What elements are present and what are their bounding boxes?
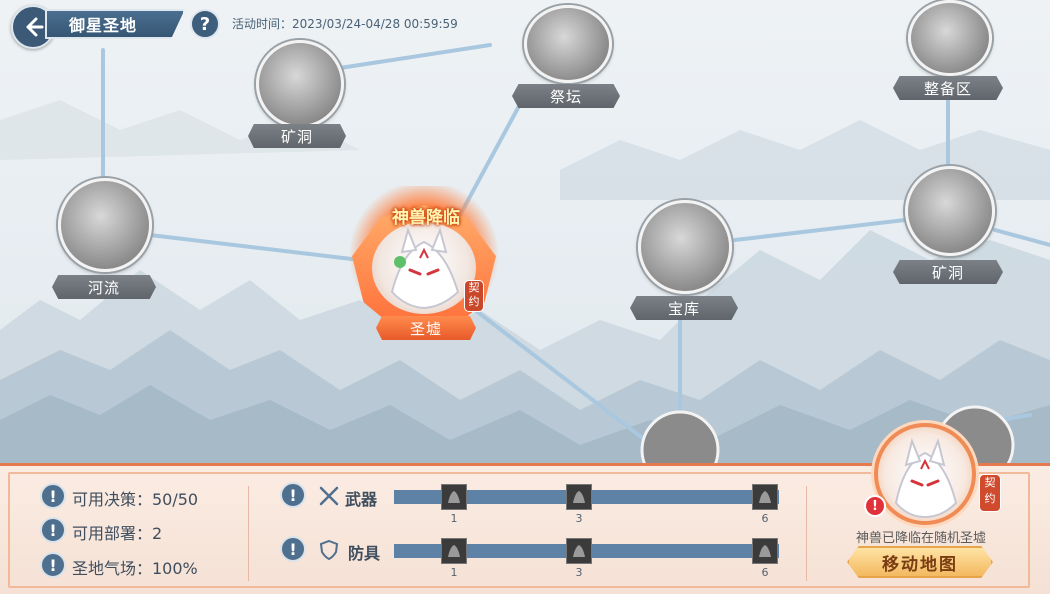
- page-title: 御星圣地: [45, 9, 185, 39]
- page-title-text: 御星圣地: [69, 16, 138, 35]
- map-node-river[interactable]: 河流: [52, 178, 158, 302]
- info-icon[interactable]: !: [280, 536, 306, 562]
- armor-tick: 6: [761, 566, 769, 579]
- map-node-treasury[interactable]: 宝库: [630, 200, 740, 324]
- map-node-label: 祭坛: [512, 84, 620, 108]
- map-node-prep-area[interactable]: 整备区: [893, 0, 1005, 102]
- mine-icon: [905, 166, 995, 256]
- stat-aura: 圣地气场：100%: [72, 559, 198, 578]
- weapon-tick: 3: [575, 512, 583, 525]
- back-arrow-icon: [26, 17, 44, 37]
- stat-deployments: 可用部署：2: [72, 524, 163, 543]
- weapon-tick: 1: [450, 512, 458, 525]
- weapon-slot-3[interactable]: [566, 484, 592, 510]
- divine-beast-icon: [372, 222, 476, 314]
- contract-tag: 契约: [464, 280, 484, 312]
- info-icon[interactable]: !: [280, 482, 306, 508]
- map-node-mine-right[interactable]: 矿洞: [893, 166, 1005, 288]
- treasury-icon: [638, 200, 732, 294]
- event-time: 活动时间：2023/03/24-04/28 00:59:59: [232, 17, 458, 31]
- beast-silhouette-icon: [448, 491, 460, 503]
- armor-tick: 3: [575, 566, 583, 579]
- map-node-mine-top[interactable]: 矿洞: [248, 40, 348, 150]
- camp-icon: [908, 0, 992, 76]
- beast-descended-label: 神兽降临: [392, 208, 460, 228]
- info-icon[interactable]: !: [40, 483, 66, 509]
- mine-icon: [256, 40, 344, 128]
- move-map-button[interactable]: 移动地图: [847, 546, 993, 578]
- map-node-label: 整备区: [893, 76, 1003, 100]
- map-node-label: 矿洞: [248, 124, 346, 148]
- altar-icon: [524, 5, 612, 83]
- divine-beast-icon: [894, 437, 958, 519]
- weapon-slot-1[interactable]: [441, 484, 467, 510]
- crossed-swords-icon: [319, 486, 339, 506]
- info-icon[interactable]: !: [40, 552, 66, 578]
- map-node-label: 河流: [52, 275, 156, 299]
- armor-label: 防具: [348, 544, 381, 563]
- armor-slot-3[interactable]: [566, 538, 592, 564]
- beast-silhouette-icon: [759, 545, 771, 557]
- beast-silhouette-icon: [573, 491, 585, 503]
- weapon-label: 武器: [345, 490, 378, 509]
- beast-notice: 神兽已降临在随机圣墟: [855, 531, 986, 546]
- move-map-button-label: 移动地图: [882, 554, 958, 575]
- help-icon: ?: [199, 13, 211, 35]
- armor-slot-6[interactable]: [752, 538, 778, 564]
- weapon-tick: 6: [761, 512, 769, 525]
- beast-silhouette-icon: [448, 545, 460, 557]
- map-node-altar[interactable]: 祭坛: [512, 5, 622, 110]
- panel-frame: [8, 472, 1030, 588]
- divider: [248, 486, 249, 581]
- stat-decisions: 可用决策：50/50: [72, 490, 199, 509]
- armor-slot-1[interactable]: [441, 538, 467, 564]
- map-node-label: 矿洞: [893, 260, 1003, 284]
- river-icon: [58, 178, 152, 272]
- help-button[interactable]: ?: [190, 9, 220, 39]
- map-node-label: 圣墟: [376, 316, 476, 340]
- beast-silhouette-icon: [573, 545, 585, 557]
- shield-icon: [319, 539, 339, 561]
- armor-tick: 1: [450, 566, 458, 579]
- alert-icon[interactable]: !: [864, 495, 886, 517]
- beast-portrait[interactable]: [874, 423, 976, 525]
- map-node-label: 宝库: [630, 296, 738, 320]
- beast-silhouette-icon: [759, 491, 771, 503]
- contract-tag: 契约: [979, 474, 1001, 512]
- divider: [806, 486, 807, 581]
- info-icon[interactable]: !: [40, 517, 66, 543]
- weapon-slot-6[interactable]: [752, 484, 778, 510]
